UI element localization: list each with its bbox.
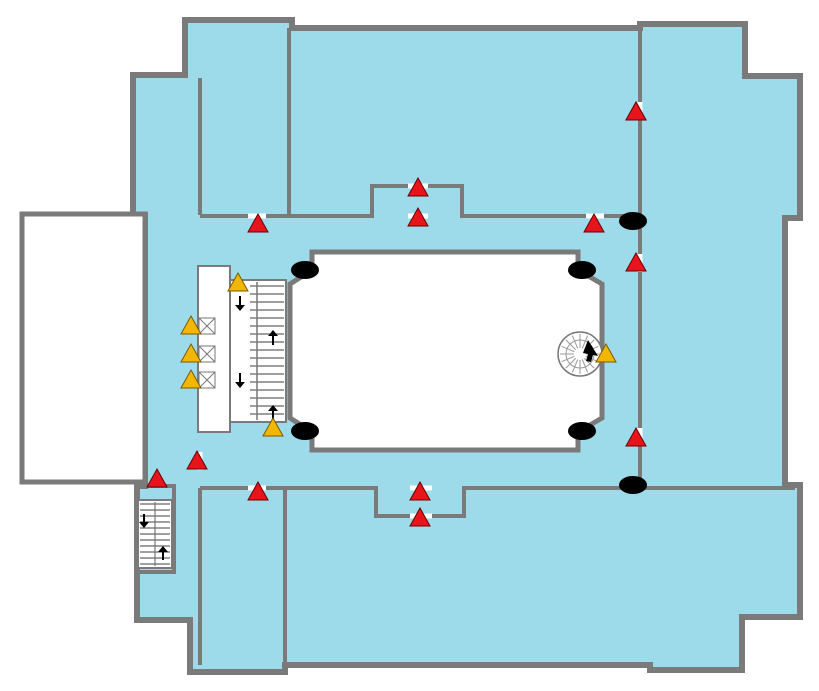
- red-markers: [146, 100, 647, 527]
- warning-triangle-red-icon: [186, 449, 208, 470]
- stair-direction-arrow-icon: [139, 514, 149, 528]
- warning-triangle-red-icon: [409, 480, 431, 501]
- left-stair-treads: [140, 502, 170, 566]
- warning-triangle-red-icon: [247, 480, 269, 501]
- elevator-2: [198, 345, 216, 363]
- stairwell: [229, 279, 287, 423]
- warning-triangle-yellow-icon: [262, 416, 284, 437]
- warning-triangle-yellow-icon: [180, 368, 202, 389]
- warning-triangle-yellow-icon: [180, 314, 202, 335]
- warning-triangle-red-icon: [407, 176, 429, 197]
- column: [619, 212, 647, 230]
- left-annex: [19, 211, 148, 485]
- structural-columns: [291, 212, 647, 494]
- elevator-3: [198, 371, 216, 389]
- column: [568, 261, 596, 279]
- warning-triangle-red-icon: [247, 212, 269, 233]
- stair-direction-arrow-icon: [235, 373, 245, 388]
- stair-arrows: [235, 296, 278, 420]
- vertical-core: [197, 265, 287, 433]
- stair-direction-arrow-icon: [158, 546, 168, 560]
- warning-triangle-red-icon: [146, 467, 168, 488]
- column: [291, 261, 319, 279]
- left-stair: [137, 499, 173, 569]
- elevator-1: [198, 317, 216, 335]
- stair-direction-arrow-icon: [235, 296, 245, 311]
- central-atrium: [287, 249, 605, 453]
- stair-direction-arrow-icon: [268, 405, 278, 420]
- stair-treads: [250, 282, 284, 420]
- stair-direction-arrow-icon: [268, 330, 278, 345]
- column: [568, 422, 596, 440]
- warning-triangle-yellow-icon: [180, 342, 202, 363]
- yellow-markers: [180, 271, 617, 437]
- warning-triangle-red-icon: [625, 426, 647, 447]
- warning-triangle-red-icon: [625, 251, 647, 272]
- warning-triangle-red-icon: [625, 100, 647, 121]
- compass-rose-icon: [557, 331, 603, 377]
- warning-triangle-red-icon: [583, 212, 605, 233]
- column: [619, 476, 647, 494]
- warning-triangle-red-icon: [407, 206, 429, 227]
- warning-triangle-red-icon: [409, 506, 431, 527]
- warning-triangle-yellow-icon: [227, 271, 249, 292]
- warning-triangle-yellow-icon: [595, 342, 617, 363]
- column: [291, 422, 319, 440]
